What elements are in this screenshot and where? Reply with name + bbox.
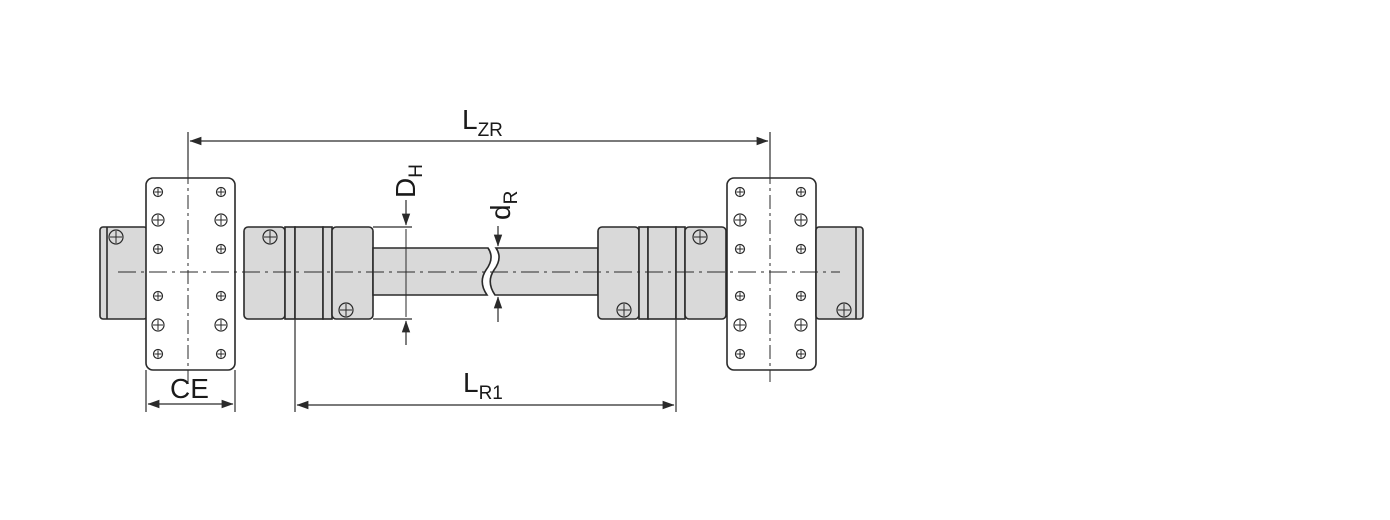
plate-bolt-hole — [734, 186, 746, 198]
plate-bolt-hole — [795, 348, 807, 360]
plate-bolt-hole — [151, 318, 165, 332]
plate-bolt-hole — [795, 290, 807, 302]
clamp-screw — [108, 229, 124, 245]
plate-bolt-hole — [214, 213, 228, 227]
plate-bolt-hole — [734, 243, 746, 255]
plate-bolt-hole — [215, 243, 227, 255]
plate-bolt-hole — [795, 243, 807, 255]
left-shaft-stub — [99, 226, 148, 320]
plate-bolt-hole — [734, 348, 746, 360]
clamp-screw — [616, 302, 632, 318]
left-coupling-hub — [243, 226, 374, 320]
plate-bolt-hole — [152, 186, 164, 198]
lr1-label: LR1 — [463, 367, 503, 404]
dh-label: DH — [390, 164, 427, 198]
clamp-screw — [836, 302, 852, 318]
plate-bolt-hole — [214, 318, 228, 332]
plate-bolt-hole — [152, 243, 164, 255]
plate-bolt-hole — [794, 213, 808, 227]
plate-bolt-hole — [215, 348, 227, 360]
lzr-label: LZR — [462, 104, 503, 141]
plate-bolt-hole — [733, 213, 747, 227]
clamp-screw — [338, 302, 354, 318]
plate-bolt-hole — [795, 186, 807, 198]
left-flange-plate — [145, 170, 236, 388]
dimension-lines — [145, 132, 771, 412]
clamp-screw — [262, 229, 278, 245]
plate-bolt-hole — [215, 186, 227, 198]
plate-bolt-hole — [152, 290, 164, 302]
dr-label: dR — [485, 191, 522, 220]
plate-bolt-hole — [734, 290, 746, 302]
plate-bolt-hole — [215, 290, 227, 302]
plate-bolt-hole — [152, 348, 164, 360]
bolt-holes — [108, 186, 852, 360]
plate-bolt-hole — [151, 213, 165, 227]
right-coupling-hub — [597, 226, 727, 320]
clamp-screw — [692, 229, 708, 245]
plate-bolt-hole — [794, 318, 808, 332]
ce-label: CE — [170, 373, 209, 404]
right-shaft-stub — [815, 226, 864, 320]
plate-bolt-hole — [733, 318, 747, 332]
